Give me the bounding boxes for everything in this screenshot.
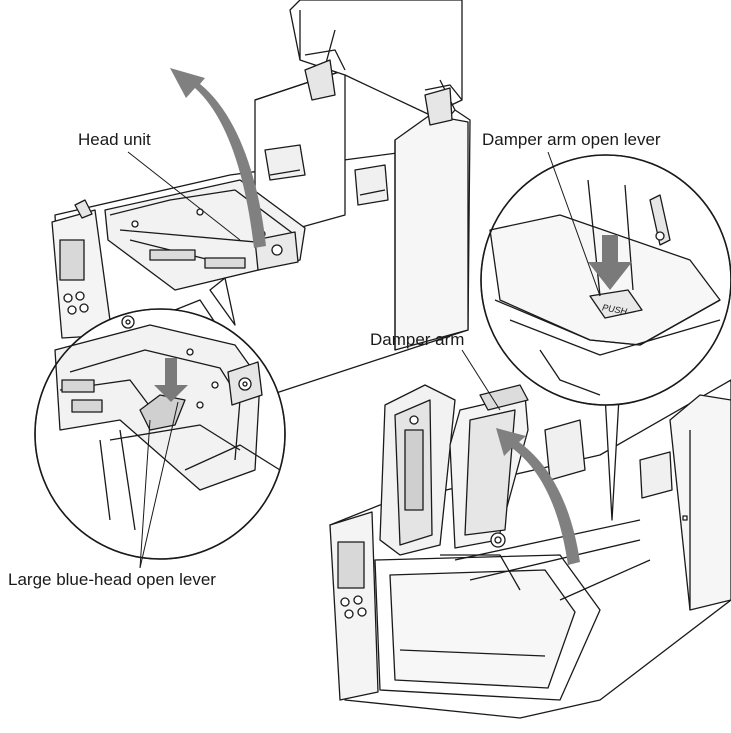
down-arrow-icon (588, 235, 632, 290)
curved-arrow-icon (170, 68, 266, 248)
leader-blue-lever-2 (139, 419, 151, 569)
leader-blue-lever-1 (139, 401, 179, 569)
head-unit-label: Head unit (78, 130, 151, 149)
leader-damper-arm-open-lever (547, 151, 601, 297)
damper-arm-open-lever-label: Damper arm open lever (482, 130, 661, 149)
leader-lines (127, 151, 601, 569)
bottom-printer (329, 379, 731, 719)
damper-arm-label: Damper arm (370, 330, 465, 349)
down-arrow-icon (154, 358, 188, 402)
press-head-lever-arrow (154, 358, 188, 402)
press-damper-lever-arrow (588, 235, 632, 290)
leader-damper-arm (461, 349, 501, 411)
open-head-arrow (170, 68, 266, 248)
top-printer-right-tower (394, 114, 469, 351)
bottom-printer-right-tower (669, 394, 731, 611)
curved-arrow-icon (496, 428, 580, 565)
leader-head-unit (127, 151, 241, 241)
bottom-printer-control-panel (329, 511, 379, 701)
push-stamp: PUSH (601, 302, 628, 316)
large-blue-head-open-lever-label: Large blue-head open lever (8, 570, 216, 589)
open-damper-arm-arrow (496, 428, 580, 565)
